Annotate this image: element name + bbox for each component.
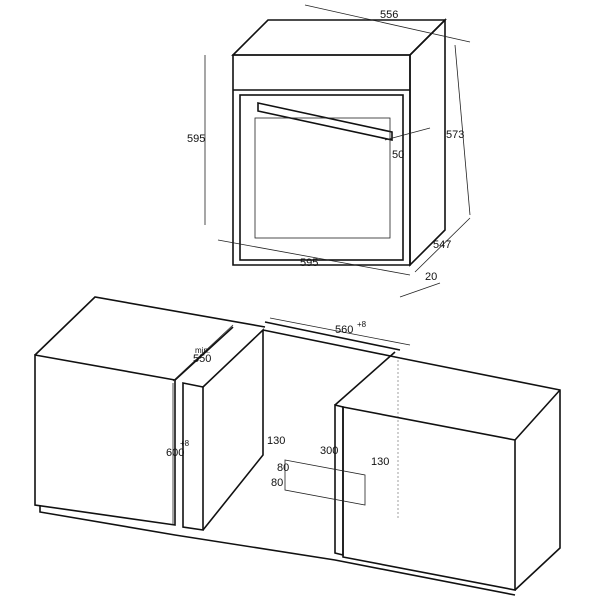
dim-line — [304, 4, 471, 43]
right-cabinet-top-edge — [514, 389, 561, 441]
plinth — [39, 505, 516, 596]
dim-vent-depth: 80 — [271, 477, 283, 489]
dim-line — [454, 44, 471, 216]
dim-vent-width: 300 — [320, 445, 338, 457]
dim-line — [384, 127, 431, 141]
left-cabinet-top — [34, 296, 266, 356]
niche-left-panel — [182, 382, 204, 531]
oven-top — [231, 19, 447, 56]
dim-vent-height: 80 — [277, 462, 289, 474]
niche-top-back — [262, 329, 401, 359]
oven-handle — [257, 102, 393, 141]
dim-line — [399, 282, 441, 298]
dim-560-tolerance: +8 — [357, 320, 367, 329]
dim-595-height: 595 — [187, 133, 205, 145]
dim-line — [217, 239, 411, 276]
dim-20: 20 — [425, 271, 437, 283]
ventilation-opening — [284, 459, 366, 506]
dim-547: 547 — [433, 239, 451, 251]
dim-573: 573 — [446, 129, 464, 141]
dim-50: 50 — [392, 149, 404, 161]
left-cabinet-front — [34, 354, 176, 526]
cabinet-drawing: 560 +8 min. 550 600 +8 130 300 130 80 80 — [34, 296, 561, 596]
right-panel-edge — [334, 351, 396, 406]
dim-line — [414, 217, 471, 273]
dim-vent-left: 130 — [267, 435, 285, 447]
dim-line — [269, 317, 411, 346]
dim-600-tolerance: +8 — [180, 439, 190, 448]
right-cabinet-side — [399, 357, 561, 591]
oven-side — [409, 18, 446, 267]
oven-front — [232, 54, 411, 266]
dim-vent-right: 130 — [371, 456, 389, 468]
right-cabinet-front — [342, 406, 516, 591]
dim-595-width: 595 — [300, 257, 318, 269]
dim-556: 556 — [380, 9, 398, 21]
oven-window — [254, 117, 391, 239]
niche-right-panel — [334, 403, 344, 557]
niche-top-front — [264, 321, 401, 351]
dim-560: 560 — [335, 324, 353, 336]
dim-550: 550 — [193, 353, 211, 365]
oven-drawing: 556 595 573 50 547 595 20 — [187, 4, 471, 298]
left-panel-edge — [174, 326, 234, 381]
dim-line — [172, 324, 234, 382]
oven-door — [239, 94, 404, 261]
niche-left-wall — [202, 328, 264, 531]
dim-600: 600 — [166, 447, 184, 459]
dim-min-label: min. — [195, 346, 210, 355]
